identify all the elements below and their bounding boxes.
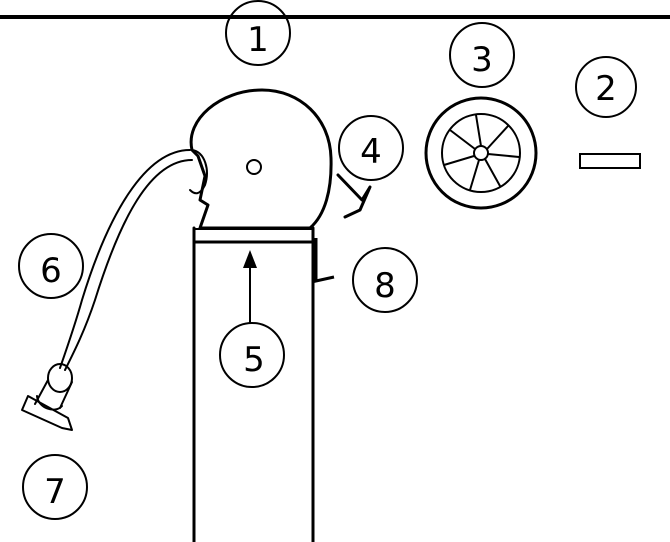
callout-6: 6: [18, 233, 84, 299]
callout-8-label: 8: [374, 266, 396, 306]
callout-5-label: 5: [243, 340, 265, 380]
rope-with-shackle: [21, 149, 208, 431]
callout-7: 7: [22, 454, 88, 520]
callout-8: 8: [352, 247, 418, 313]
callout-6-label: 6: [40, 251, 62, 291]
callout-1-label: 1: [247, 20, 269, 60]
callout-2-label: 2: [595, 69, 617, 109]
callout-5: 5: [219, 322, 285, 388]
callout-4: 4: [338, 115, 404, 181]
callout-1: 1: [225, 0, 291, 66]
callout-3: 3: [449, 22, 515, 88]
sheave-head: [189, 88, 372, 230]
callout-4-label: 4: [360, 132, 382, 172]
mast-column: [192, 226, 315, 542]
callout-3-label: 3: [471, 40, 493, 80]
pulley-wheel: [424, 96, 538, 210]
arrow-5: [243, 250, 257, 323]
side-bracket: [314, 238, 335, 283]
callout-2: 2: [575, 56, 637, 118]
callout-7-label: 7: [44, 472, 66, 512]
small-bar: [579, 153, 641, 169]
